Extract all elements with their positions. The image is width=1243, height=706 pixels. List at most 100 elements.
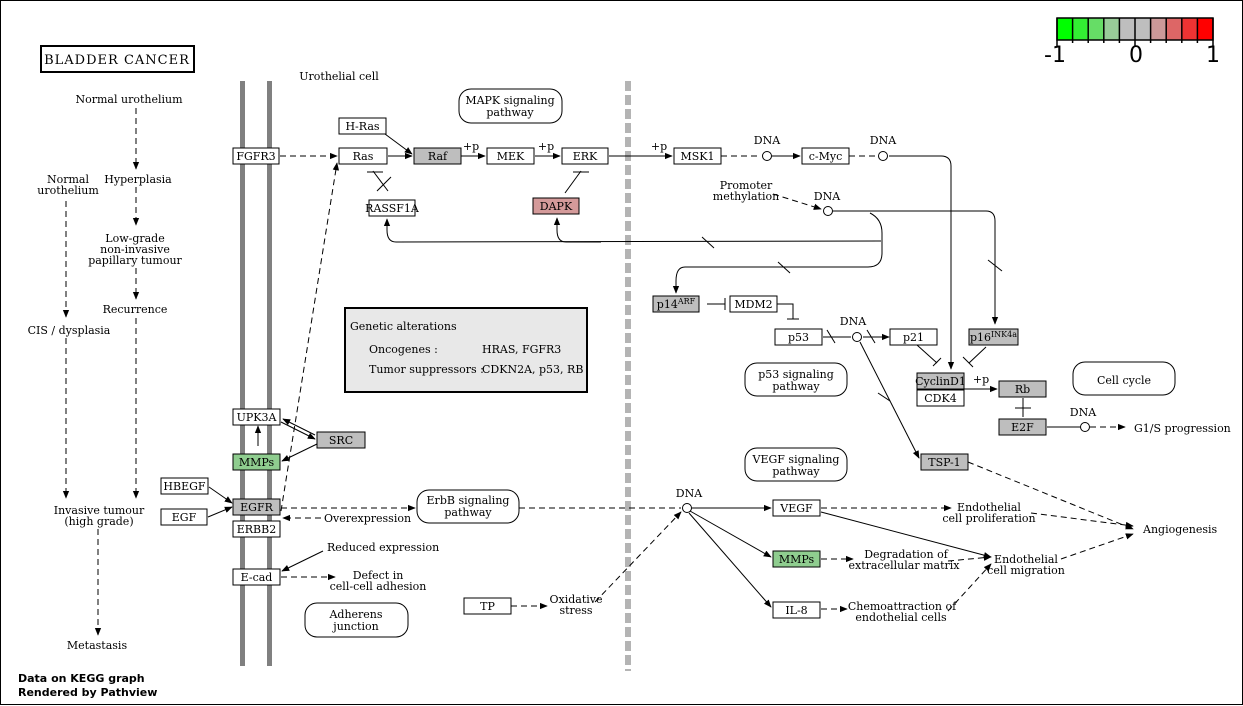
node-rassf1a[interactable]: RASSF1A xyxy=(365,199,420,217)
adherens-label-1: Adherens xyxy=(328,608,382,621)
dna-label-2: DNA xyxy=(870,134,897,147)
pathway-boxes xyxy=(304,88,1176,638)
membrane-line-1 xyxy=(240,81,245,666)
node-src-label: SRC xyxy=(329,434,353,447)
node-mek-label: MEK xyxy=(497,150,525,163)
dna-node-6 xyxy=(682,503,692,513)
node-p53-label: p53 xyxy=(788,331,809,344)
prog-hyperplasia: Hyperplasia xyxy=(104,173,172,186)
p53-label-1: p53 signaling xyxy=(758,368,834,381)
node-dapk[interactable]: DAPK xyxy=(532,197,580,215)
mapk-label-2: pathway xyxy=(486,106,534,119)
mapk-label-1: MAPK signaling xyxy=(465,94,554,107)
node-e2f[interactable]: E2F xyxy=(998,418,1047,436)
node-cdk4[interactable]: CDK4 xyxy=(916,389,965,407)
endo-migr-1: Endothelial xyxy=(994,553,1058,566)
footer-line-1: Data on KEGG graph xyxy=(18,672,145,685)
node-src[interactable]: SRC xyxy=(316,431,366,449)
dna-node-5 xyxy=(1080,422,1090,432)
node-raf-label: Raf xyxy=(428,150,448,163)
dna-label-3: DNA xyxy=(814,190,841,203)
node-cdk4-label: CDK4 xyxy=(924,392,956,405)
defect-label-2: cell-cell adhesion xyxy=(330,580,427,593)
node-hbegf[interactable]: HBEGF xyxy=(160,477,209,495)
node-hras-label: H-Ras xyxy=(345,120,379,133)
degradation-2: extracellular matrix xyxy=(849,559,961,572)
genetic-alterations-box: Genetic alterations Oncogenes : HRAS, FG… xyxy=(344,307,588,393)
dna-label-4: DNA xyxy=(840,315,867,328)
node-mmps[interactable]: MMPs xyxy=(232,453,281,471)
legend-swatch xyxy=(1072,18,1089,40)
dna-nodes xyxy=(682,151,1090,513)
oncogenes-value: HRAS, FGFR3 xyxy=(482,343,561,356)
urothelial-cell-label: Urothelial cell xyxy=(299,70,379,83)
chemo-1: Chemoattraction of xyxy=(848,600,957,613)
node-upk3a-label: UPK3A xyxy=(237,411,278,424)
node-p14arf[interactable]: p14ARF xyxy=(652,295,700,313)
node-cmyc-label: c-Myc xyxy=(809,150,843,163)
prog-invasive-1: Invasive tumour xyxy=(54,504,145,517)
overexpression-label: Overexpression xyxy=(324,512,411,525)
node-egf[interactable]: EGF xyxy=(160,508,208,526)
node-erbb2-label: ERBB2 xyxy=(237,523,276,536)
prog-invasive-2: (high grade) xyxy=(64,515,133,528)
node-ecad-label: E-cad xyxy=(241,571,273,584)
node-cyclind1-label: CyclinD1 xyxy=(915,375,966,388)
prog-lowgrade-2: non-invasive xyxy=(100,243,170,256)
legend-swatch xyxy=(1088,18,1104,40)
node-erk-label: ERK xyxy=(573,150,598,163)
node-p21[interactable]: p21 xyxy=(889,328,938,346)
node-hras[interactable]: H-Ras xyxy=(338,117,387,135)
dna-label-6: DNA xyxy=(676,487,703,500)
node-il8-label: IL-8 xyxy=(785,604,807,617)
node-upk3a[interactable]: UPK3A xyxy=(232,408,281,426)
node-ras[interactable]: Ras xyxy=(338,147,388,165)
tumor-suppressors-value: CDKN2A, p53, RB xyxy=(482,363,583,376)
node-msk1[interactable]: MSK1 xyxy=(673,147,722,165)
node-mdm2-label: MDM2 xyxy=(734,298,772,311)
node-mmps-label: MMPs xyxy=(239,456,275,469)
dna-label-1: DNA xyxy=(754,134,781,147)
node-erbb2[interactable]: ERBB2 xyxy=(232,520,281,538)
node-vegf-label: VEGF xyxy=(779,502,813,515)
node-rb[interactable]: Rb xyxy=(998,380,1047,398)
adherens-label-2: junction xyxy=(331,620,378,633)
node-raf[interactable]: Raf xyxy=(413,147,462,165)
vegf-label-2: pathway xyxy=(772,465,820,478)
node-fgfr3[interactable]: FGFR3 xyxy=(232,147,280,165)
progression-column: Normal urothelium Hyperplasia Low-grade … xyxy=(28,93,183,652)
dna-label-5: DNA xyxy=(1070,406,1097,419)
node-mmps-2-label: MMPs xyxy=(779,553,815,566)
node-il8[interactable]: IL-8 xyxy=(772,601,821,619)
dna-node-3 xyxy=(823,206,833,216)
node-cyclind1[interactable]: CyclinD1 xyxy=(915,372,966,390)
node-p14arf-superscript: ARF xyxy=(677,297,696,306)
node-tp[interactable]: TP xyxy=(463,597,512,615)
node-erk[interactable]: ERK xyxy=(561,147,609,165)
node-mdm2[interactable]: MDM2 xyxy=(729,295,778,313)
erbb-label-2: pathway xyxy=(444,506,492,519)
progression-arrows xyxy=(62,108,140,636)
dna-node-2 xyxy=(878,151,888,161)
node-rb-label: Rb xyxy=(1015,383,1030,396)
vegf-label-1: VEGF signaling xyxy=(752,453,840,466)
title-box xyxy=(40,45,195,73)
node-p53[interactable]: p53 xyxy=(774,328,823,346)
node-tsp1[interactable]: TSP-1 xyxy=(920,453,969,471)
node-egfr[interactable]: EGFR xyxy=(232,498,281,516)
node-mek[interactable]: MEK xyxy=(486,147,535,165)
legend-swatch xyxy=(1150,18,1167,40)
chemo-2: endothelial cells xyxy=(855,611,947,624)
angiogenesis-label: Angiogenesis xyxy=(1142,523,1218,536)
erbb-pathway-box xyxy=(416,489,520,524)
degradation-1: Degradation of xyxy=(864,548,949,561)
node-cmyc[interactable]: c-Myc xyxy=(801,147,850,165)
node-mmps-2[interactable]: MMPs xyxy=(772,550,821,568)
node-vegf[interactable]: VEGF xyxy=(772,499,821,517)
node-ecad[interactable]: E-cad xyxy=(232,568,281,586)
node-p16ink4a[interactable]: p16INK4a xyxy=(968,328,1019,346)
adherens-box xyxy=(304,602,409,638)
legend-max-label: 1 xyxy=(1206,43,1220,68)
oncogenes-label: Oncogenes : xyxy=(369,343,438,356)
